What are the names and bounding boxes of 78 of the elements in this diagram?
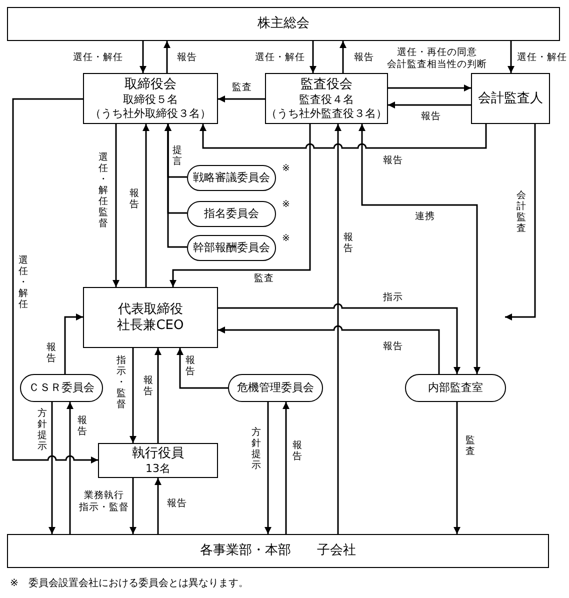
edge-label: 選任・解任 xyxy=(18,255,29,310)
arrow xyxy=(218,325,440,374)
node-title: 指名委員会 xyxy=(204,206,259,222)
edge-label: 選任・解任監督 xyxy=(98,152,109,229)
committee-pill xyxy=(20,374,103,402)
edge-label: 報告 xyxy=(129,188,140,210)
node-title: 執行役員 xyxy=(132,446,184,462)
arrow xyxy=(200,124,487,149)
arrow xyxy=(170,124,311,287)
arrow xyxy=(130,478,136,534)
arrow xyxy=(64,314,83,374)
organization-box xyxy=(83,73,218,124)
node-detail: 監査役４名 xyxy=(299,92,354,106)
organization-box xyxy=(7,7,560,41)
arrow xyxy=(140,41,146,73)
committee-pill xyxy=(228,374,323,402)
node-title: 監査役会 xyxy=(300,76,352,92)
committee-pill xyxy=(187,165,276,191)
arrow xyxy=(164,41,170,73)
node-title: 危機管理委員会 xyxy=(237,380,314,396)
arrow xyxy=(388,84,471,92)
organization-box xyxy=(471,73,550,124)
arrow xyxy=(388,102,471,108)
arrow xyxy=(154,478,162,534)
organization-box xyxy=(98,443,218,478)
node-title: 株主総会 xyxy=(258,16,310,32)
arrow xyxy=(454,402,460,534)
arrow xyxy=(310,41,316,73)
arrow xyxy=(218,304,460,374)
arrow xyxy=(508,41,514,73)
arrow xyxy=(282,402,290,534)
node-title: 代表取締役社長兼CEO xyxy=(117,302,184,334)
edge-label: 報告 xyxy=(77,415,88,437)
edge-label: 指示・監督 xyxy=(116,355,127,410)
committee-pill xyxy=(405,374,506,402)
arrow xyxy=(334,124,342,534)
arrow xyxy=(154,348,162,443)
edge-label: 方針提示 xyxy=(37,408,48,452)
edge-label: 会計監査 xyxy=(516,190,527,234)
node-title: 戦略審議委員会 xyxy=(193,170,270,186)
arrow xyxy=(142,124,150,287)
edge-label: 報告 xyxy=(46,342,57,364)
edge-label: 報告 xyxy=(343,232,354,254)
node-detail: （うち社外監査役３名） xyxy=(266,106,387,120)
node-detail: 13名 xyxy=(146,462,170,476)
committee-pill xyxy=(187,201,276,227)
node-title: 取締役会 xyxy=(124,76,176,92)
arrow xyxy=(112,124,120,287)
edge-label: 業務執行指示・監督 xyxy=(78,490,130,514)
arrow xyxy=(66,402,74,534)
arrow xyxy=(340,41,346,73)
node-detail: 取締役５名 xyxy=(123,92,178,106)
node-title: 内部監査室 xyxy=(428,380,483,396)
node-detail: （うち社外取締役３名） xyxy=(90,106,211,120)
edge-label: 報告 xyxy=(185,355,196,377)
arrow xyxy=(358,124,480,374)
node-title: 各事業部・本部 子会社 xyxy=(200,543,356,559)
edge-label: 選任・解任 xyxy=(515,52,569,64)
edge-label: 提言 xyxy=(172,145,183,167)
committee-pill xyxy=(187,235,276,261)
node-title: ＣＳＲ委員会 xyxy=(28,380,94,396)
edge-label: 監査 xyxy=(465,435,476,457)
arrow xyxy=(264,402,272,534)
organization-box xyxy=(83,287,218,348)
arrow xyxy=(218,96,265,102)
arrow xyxy=(164,124,187,248)
node-title: 会計監査人 xyxy=(478,90,543,106)
arrow xyxy=(130,348,136,443)
organization-box xyxy=(7,534,549,568)
arrow xyxy=(48,402,56,534)
edge-label: 報告 xyxy=(292,440,303,462)
arrow xyxy=(505,124,536,320)
arrow xyxy=(12,98,98,464)
arrow xyxy=(176,348,228,389)
node-title: 幹部報酬委員会 xyxy=(193,240,270,256)
edge-label: 方針提示 xyxy=(251,427,262,471)
edge-label: 報告 xyxy=(143,375,154,397)
organization-box xyxy=(265,73,388,124)
